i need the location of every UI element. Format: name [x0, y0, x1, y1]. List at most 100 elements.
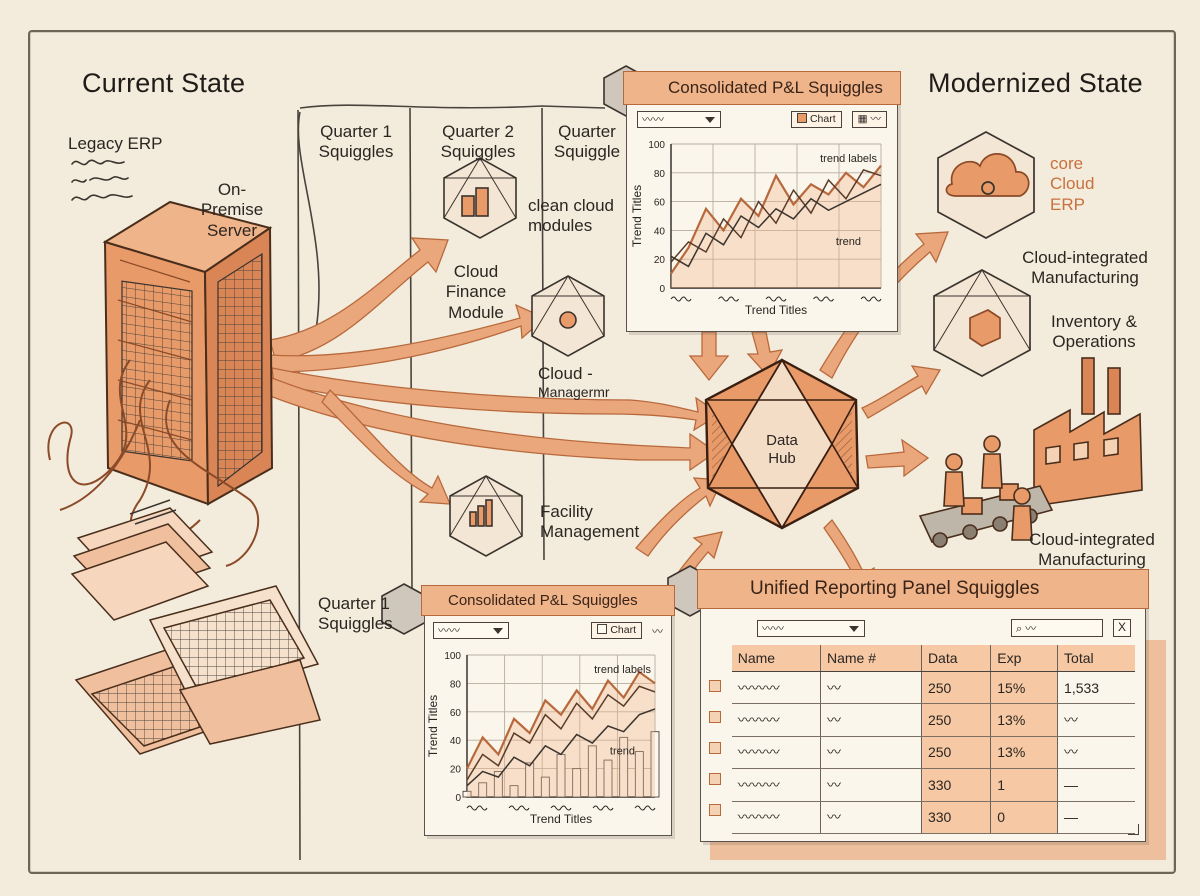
inventory-operations-label: Inventory &Operations [1051, 312, 1137, 352]
reporting-table: Name Name # Data Exp Total 〰〰〰〰 250 15% … [731, 645, 1135, 835]
bottom-chart-panel: Consolidated P&L Squiggles 〰〰 Chart 〰 10… [421, 585, 675, 836]
table-header-row: Name Name # Data Exp Total [731, 645, 1135, 672]
table-row[interactable]: 〰〰〰〰 250 15% 1,533 [731, 671, 1135, 705]
bottom-chart-button[interactable]: Chart [591, 622, 642, 639]
x-tick-label [860, 296, 882, 302]
chart-annotation: trend labels [820, 153, 877, 165]
chart-bar [493, 770, 503, 798]
name-cell: 〰〰〰 [731, 703, 821, 737]
y-tick-label: 100 [444, 651, 461, 662]
table-row[interactable]: 〰〰〰〰 250 13% 〰 [731, 703, 1135, 737]
series-area [467, 672, 655, 797]
chart-bar [650, 731, 660, 798]
y-tick-label: 20 [450, 765, 462, 776]
drawing-frame [28, 30, 1176, 874]
data-cell: 250 [921, 736, 992, 770]
chart-toggle-icon [796, 113, 807, 123]
reporting-panel: Unified Reporting Panel Squiggles 〰〰 ⌕ 〰… [697, 569, 1149, 842]
row-checkbox[interactable] [709, 742, 721, 754]
row-checkbox[interactable] [709, 680, 721, 692]
exp-cell: 1 [990, 768, 1059, 802]
y-tick-label: 100 [648, 140, 665, 151]
col-header-total[interactable]: Total [1057, 645, 1135, 672]
top-chart-button[interactable]: Chart [790, 111, 842, 128]
series-line [670, 183, 882, 268]
x-tick-label [670, 296, 692, 302]
chart-bar [603, 759, 613, 798]
x-tick-label [550, 805, 572, 811]
name-num-cell: 〰 [820, 768, 922, 802]
reporting-search-input[interactable]: ⌕ 〰 [1011, 619, 1103, 637]
name-num-cell: 〰 [820, 801, 922, 835]
data-cell: 250 [921, 671, 992, 705]
top-chart-dropdown[interactable]: 〰〰 [637, 111, 721, 128]
chart-bar [540, 776, 550, 798]
y-tick-label: 40 [654, 226, 666, 237]
exp-cell: 13% [990, 703, 1059, 737]
legacy-erp-squiggles [71, 159, 133, 201]
chart-bar [462, 790, 472, 798]
chart-bar [509, 785, 519, 798]
series-line [670, 164, 882, 275]
y-tick-label: 80 [654, 169, 666, 180]
total-cell: 1,533 [1057, 671, 1135, 705]
cloud-management-label: Cloud -Managermr [538, 364, 610, 401]
y-tick-label: 40 [450, 736, 462, 747]
row-checkbox[interactable] [709, 773, 721, 785]
close-icon: X [1117, 620, 1126, 634]
y-axis-label: Trend Titles [426, 695, 440, 757]
exp-cell: 13% [990, 736, 1059, 770]
top-chart-options-button[interactable]: ▦ 〰 [851, 111, 887, 128]
chart-annotation: trend [610, 745, 635, 757]
col-header-data[interactable]: Data [921, 645, 992, 672]
table-row[interactable]: 〰〰〰〰 250 13% 〰 [731, 736, 1135, 770]
chart-bar [525, 762, 535, 798]
exp-cell: 0 [990, 801, 1059, 835]
total-cell: 〰 [1057, 703, 1135, 737]
col-header-name-num[interactable]: Name # [820, 645, 922, 672]
row-checkbox[interactable] [709, 804, 721, 816]
bottom-chart-options[interactable]: 〰 [652, 625, 663, 638]
row-checkbox[interactable] [709, 711, 721, 723]
table-row[interactable]: 〰〰〰〰 330 0 — [731, 801, 1135, 835]
search-icon: ⌕ [1016, 623, 1023, 635]
modern-hex-icons [933, 131, 1035, 377]
x-tick-label [765, 296, 787, 302]
data-cell: 250 [921, 703, 992, 737]
quarter-column-lines [297, 104, 606, 861]
resize-handle[interactable] [1128, 824, 1139, 835]
total-cell: — [1057, 801, 1135, 835]
total-cell: 〰 [1057, 736, 1135, 770]
bottom-chart-toolbar: 〰〰 Chart 〰 [425, 616, 671, 645]
series-line [670, 169, 882, 263]
row-checkbox-column [709, 645, 732, 834]
reporting-dropdown[interactable]: 〰〰 [757, 619, 865, 637]
top-chart-toolbar: 〰〰 Chart ▦ 〰 [627, 105, 897, 134]
x-tick-label [718, 296, 739, 302]
reporting-panel-title: Unified Reporting Panel Squiggles [697, 569, 1149, 609]
series-line [466, 708, 656, 787]
x-axis-label: Trend Titles [745, 303, 807, 317]
y-tick-label: 0 [455, 793, 461, 804]
col-header-name[interactable]: Name [731, 645, 821, 672]
close-button[interactable]: X [1113, 619, 1131, 637]
table-row[interactable]: 〰〰〰〰 330 1 — [731, 768, 1135, 802]
chart-axes [670, 144, 881, 289]
bottom-chart-dropdown[interactable]: 〰〰 [433, 622, 509, 639]
name-cell: 〰〰〰 [731, 736, 821, 770]
name-cell: 〰〰〰 [731, 801, 821, 835]
chart-bar [634, 751, 644, 798]
server-label: On-Premise Server [200, 180, 264, 240]
reporting-toolbar: 〰〰 ⌕ 〰 X [701, 609, 1145, 645]
chart-bar [587, 745, 597, 798]
col-header-exp[interactable]: Exp [990, 645, 1059, 672]
legacy-erp-label: Legacy ERP [68, 134, 163, 153]
